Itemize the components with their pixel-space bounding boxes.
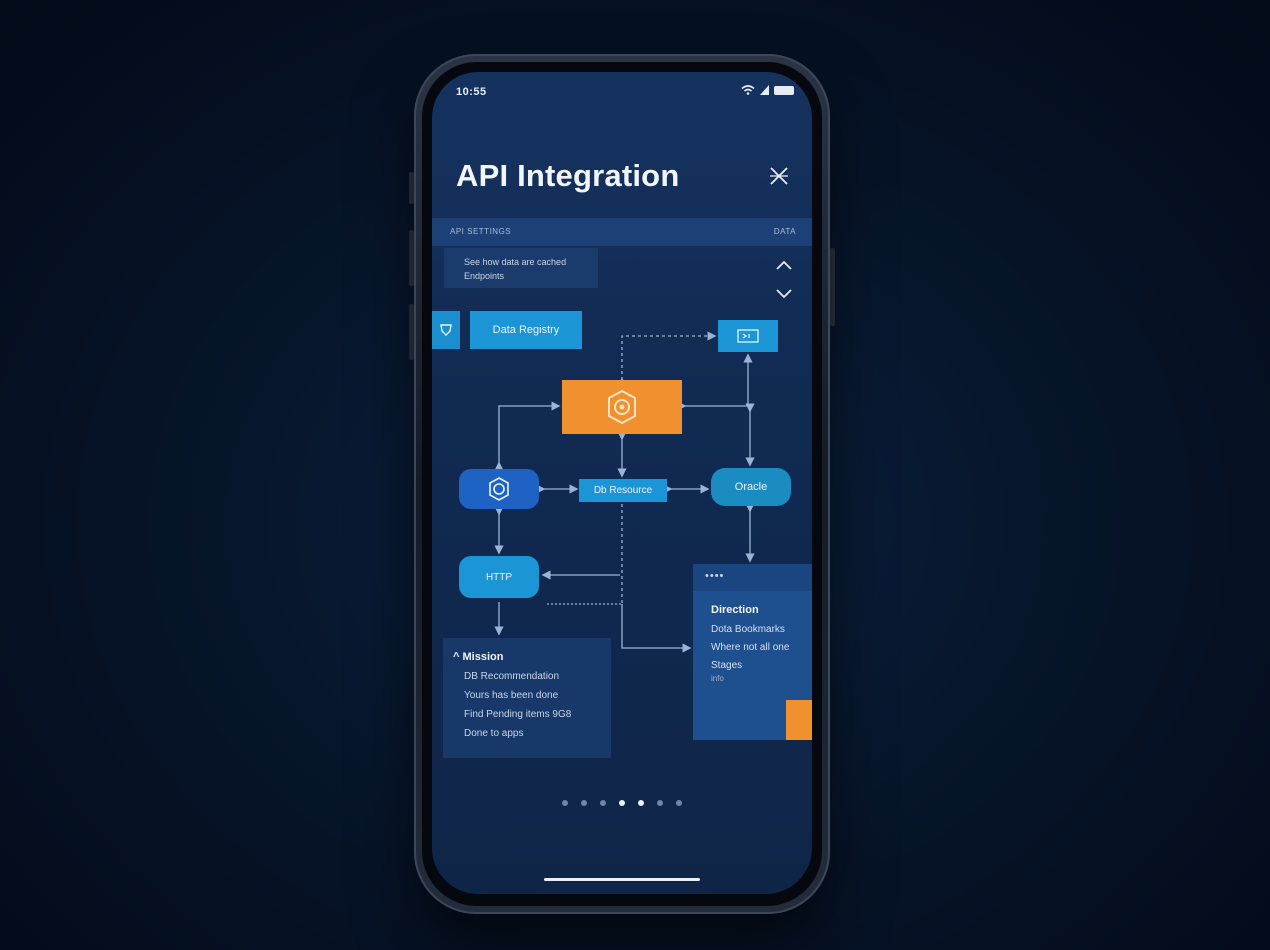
status-icons [741, 85, 794, 95]
battery-icon [774, 85, 794, 95]
description-line: See how data are cached [464, 257, 567, 267]
direction-line: Dota Bookmarks [711, 624, 785, 635]
chevron-down-icon[interactable] [775, 288, 793, 300]
diagram-connectors [494, 331, 755, 653]
direction-line: Stages [711, 660, 743, 671]
api-node[interactable] [718, 320, 778, 352]
mission-card[interactable]: ^ Mission DB Recommendation Yours has be… [443, 638, 611, 758]
sync-icon [489, 477, 509, 501]
caret-up-icon: ^ [453, 651, 463, 663]
page-dot[interactable] [638, 800, 644, 806]
settings-bar-label: API SETTINGS [450, 227, 512, 236]
mission-line: Done to apps [464, 728, 524, 739]
page-indicator[interactable] [562, 800, 682, 806]
direction-card-header: •••• [693, 564, 812, 591]
mission-line: Yours has been done [464, 690, 559, 701]
page-title: API Integration [456, 158, 680, 193]
description-line: Endpoints [464, 271, 505, 281]
signal-icon [760, 85, 769, 95]
volume-up-button [409, 230, 414, 286]
wifi-icon [741, 85, 755, 95]
direction-info: info [711, 674, 724, 683]
page-dot[interactable] [676, 800, 682, 806]
phone-screen: 10:55 API Integration API SETTINGS DATA … [432, 72, 812, 894]
shield-node[interactable] [432, 311, 460, 349]
settings-bar-right-label: DATA [773, 227, 796, 236]
sync-node[interactable] [459, 469, 539, 509]
power-button [830, 248, 835, 326]
mission-line: Find Pending items 9G8 [464, 709, 572, 720]
page-dot[interactable] [657, 800, 663, 806]
card-dots: •••• [705, 570, 725, 582]
mute-switch [409, 172, 414, 204]
direction-line: Where not all one [711, 642, 790, 653]
mission-card-title: Mission [462, 651, 504, 663]
close-icon[interactable] [768, 165, 790, 187]
chevron-up-icon[interactable] [775, 259, 793, 271]
oracle-node[interactable]: Oracle [711, 468, 791, 506]
direction-card[interactable]: •••• Direction Dota Bookmarks Where not … [693, 564, 812, 740]
core-service-node[interactable] [562, 380, 682, 434]
page-dot[interactable] [581, 800, 587, 806]
mission-card-heading: ^ Mission [453, 651, 503, 663]
db-resource-node[interactable]: Db Resource [579, 479, 667, 502]
gear-icon [608, 389, 636, 425]
direction-card-title: Direction [711, 604, 759, 616]
shield-icon [440, 324, 452, 336]
page-dot[interactable] [600, 800, 606, 806]
volume-down-button [409, 304, 414, 360]
mission-line: DB Recommendation [464, 671, 560, 682]
http-node[interactable]: HTTP [459, 556, 539, 598]
home-indicator[interactable] [544, 878, 700, 881]
settings-bar: API SETTINGS DATA [432, 218, 812, 246]
terminal-icon [737, 329, 759, 343]
data-registry-node[interactable]: Data Registry [470, 311, 582, 349]
page-dot[interactable] [619, 800, 625, 806]
status-time: 10:55 [456, 86, 487, 98]
description-box: See how data are cached Endpoints [444, 248, 598, 288]
direction-action-button[interactable] [786, 700, 812, 740]
page-dot[interactable] [562, 800, 568, 806]
